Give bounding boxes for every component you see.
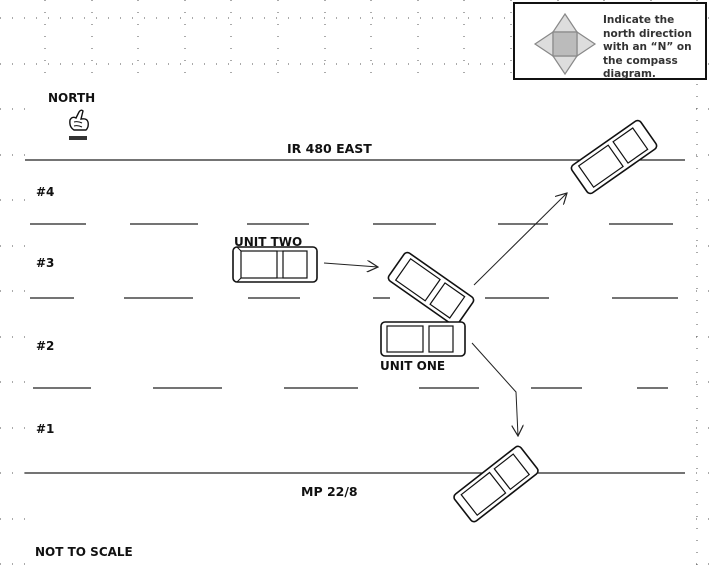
arrow-unit-one-to-final [471, 342, 518, 436]
lane-label-3: #3 [36, 256, 55, 270]
unit-one-label: UNIT ONE [380, 359, 446, 373]
unit-two-label: UNIT TWO [234, 235, 303, 249]
car-unit-two-final [570, 119, 658, 195]
compass-instruction-text: Indicate the north direction with an “N”… [603, 14, 692, 80]
not-to-scale-label: NOT TO SCALE [35, 545, 133, 559]
road-name-label: IR 480 EAST [287, 141, 372, 156]
compass-instruction-box: Indicate the north direction with an “N”… [513, 2, 707, 80]
north-label: NORTH [48, 91, 96, 105]
arrow-unit-two-to-final [473, 193, 567, 286]
arrow-unit-two-to-impact [323, 263, 378, 267]
lane-label-4: #4 [36, 185, 55, 199]
compass-icon [533, 12, 597, 76]
car-unit-two [232, 246, 318, 283]
north-pointer-icon [69, 109, 89, 140]
lane-label-2: #2 [36, 339, 55, 353]
milepost-label: MP 22/8 [301, 484, 358, 499]
lane-label-1: #1 [36, 422, 55, 436]
car-unit-one-final [453, 445, 539, 523]
car-unit-two-impact [387, 251, 475, 327]
car-unit-one [380, 321, 466, 357]
